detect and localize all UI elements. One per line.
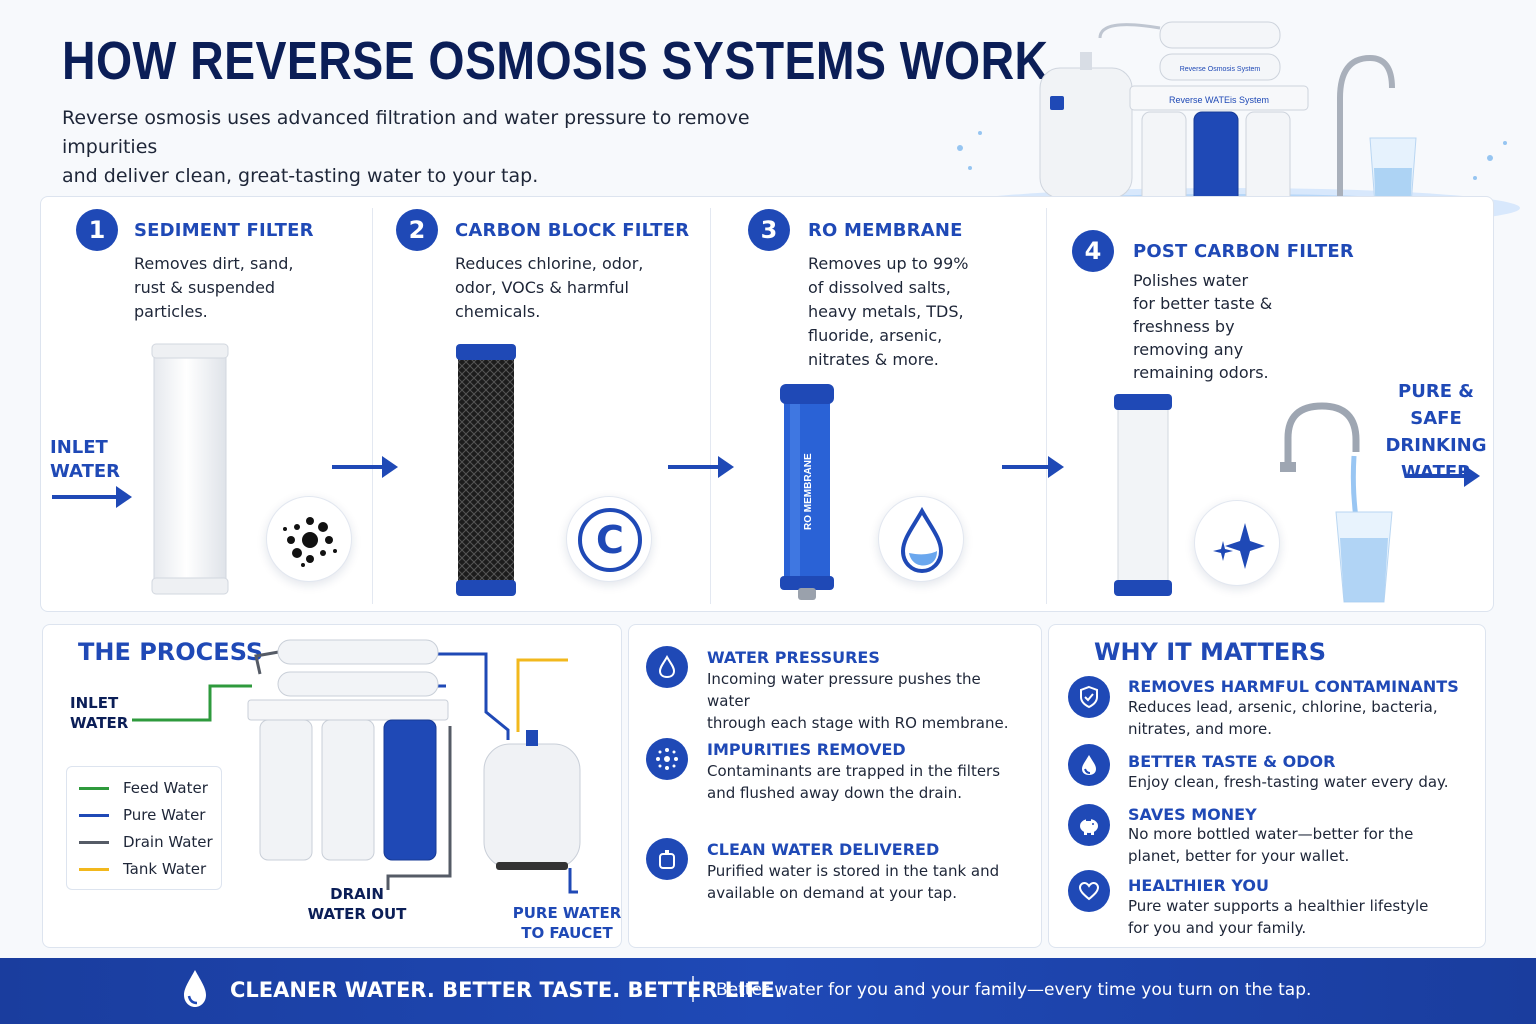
- shield-icon: [1068, 676, 1110, 718]
- pure-water-to-faucet-label: PURE WATER TO FAUCET: [512, 904, 622, 942]
- stage-number-3: 3: [748, 209, 790, 251]
- tank-logo-icon: [1050, 96, 1064, 110]
- carbon-c-icon: C: [566, 496, 652, 582]
- flow-arrow-head: [1048, 456, 1064, 478]
- stage-number-1: 1: [76, 209, 118, 251]
- stage-desc-sediment: Removes dirt, sand, rust & suspended par…: [134, 254, 294, 321]
- stage-desc-post-carbon: Polishes water for better taste & freshn…: [1133, 271, 1273, 382]
- sparkle-icon: [1194, 500, 1280, 586]
- legend-item-drain: Drain Water: [79, 833, 213, 851]
- how-desc-impurities: Contaminants are trapped in the filters …: [707, 762, 1001, 802]
- droplet-icon: [646, 646, 688, 688]
- why-title-money: SAVES MONEY: [1128, 805, 1257, 824]
- impurities-icon: [646, 738, 688, 780]
- why-desc-money: No more bottled water—better for the pla…: [1128, 825, 1414, 865]
- why-title-contaminants: REMOVES HARMFUL CONTAMINANTS: [1128, 677, 1459, 696]
- droplet-icon: [1068, 744, 1110, 786]
- flow-arrow: [1002, 465, 1048, 469]
- process-title: THE PROCESS: [78, 638, 264, 666]
- post-carbon-cartridge: [1114, 394, 1172, 596]
- stage-title-post-carbon: POST CARBON FILTER: [1133, 241, 1354, 262]
- how-desc-pressure: Incoming water pressure pushes the water…: [707, 670, 1009, 732]
- legend-item-tank: Tank Water: [79, 860, 206, 878]
- footer-droplet-icon: [184, 970, 206, 1007]
- legend-swatch: [79, 786, 109, 790]
- why-desc-taste: Enjoy clean, fresh-tasting water every d…: [1128, 773, 1449, 791]
- tank-icon: [646, 838, 688, 880]
- legend-item-pure: Pure Water: [79, 806, 205, 824]
- pure-water-label: PURE & SAFE DRINKING WATER: [1385, 381, 1487, 483]
- footer-text: Better water for you and your family—eve…: [716, 980, 1312, 1000]
- drain-water-label: DRAIN WATER OUT: [307, 885, 407, 923]
- how-title-impurities: IMPURITIES REMOVED: [707, 740, 906, 759]
- inlet-water-label: INLET WATER: [50, 437, 121, 482]
- flow-arrow: [668, 465, 718, 469]
- ro-membrane-cartridge: RO MEMBRANE: [780, 384, 834, 600]
- process-legend: Feed Water Pure Water Drain Water Tank W…: [66, 766, 222, 890]
- legend-swatch: [79, 840, 109, 844]
- legend-item-feed: Feed Water: [79, 779, 208, 797]
- process-diagram: [132, 639, 581, 894]
- stage-title-ro-membrane: RO MEMBRANE: [808, 220, 963, 241]
- how-panel: [628, 624, 1042, 948]
- stage-desc-carbon-block: Reduces chlorine, odor, odor, VOCs & har…: [455, 254, 644, 321]
- heart-icon: [1068, 870, 1110, 912]
- footer-tagline: CLEANER WATER. BETTER TASTE. BETTER LIFE…: [230, 978, 783, 1002]
- stage-divider: [1046, 208, 1047, 604]
- carbon-block-cartridge: [456, 344, 516, 596]
- outlet-arrow-head: [1464, 465, 1480, 487]
- inlet-arrow-head: [116, 486, 132, 508]
- particles-icon: [266, 496, 352, 582]
- stage-number-2: 2: [396, 209, 438, 251]
- how-title-delivered: CLEAN WATER DELIVERED: [707, 840, 940, 859]
- why-desc-healthier: Pure water supports a healthier lifestyl…: [1128, 897, 1429, 937]
- why-title-taste: BETTER TASTE & ODOR: [1128, 752, 1336, 771]
- flow-arrow-head: [718, 456, 734, 478]
- sediment-filter-cartridge: [151, 343, 229, 595]
- droplet-icon: [878, 496, 964, 582]
- stage-title-sediment: SEDIMENT FILTER: [134, 220, 314, 241]
- svg-text:Reverse WATEis System: Reverse WATEis System: [1169, 95, 1269, 105]
- outlet-arrow: [1406, 474, 1464, 478]
- flow-arrow: [332, 465, 382, 469]
- footer-divider: [692, 976, 694, 1002]
- flow-arrow-head: [382, 456, 398, 478]
- how-desc-delivered: Purified water is stored in the tank and…: [707, 862, 1000, 902]
- svg-text:C: C: [596, 518, 624, 562]
- stage-number-4: 4: [1072, 230, 1114, 272]
- page-subtitle: Reverse osmosis uses advanced filtration…: [62, 107, 750, 187]
- faucet-glass-illustration: [1280, 402, 1393, 603]
- svg-text:Reverse Osmosis System: Reverse Osmosis System: [1180, 66, 1261, 73]
- stage-divider: [372, 208, 373, 604]
- process-inlet-label: INLET WATER: [70, 694, 129, 732]
- inlet-arrow: [52, 495, 116, 499]
- how-title-pressure: WATER PRESSURES: [707, 648, 880, 667]
- why-panel: [1048, 624, 1486, 948]
- stage-divider: [710, 208, 711, 604]
- page-title: HOW REVERSE OSMOSIS SYSTEMS WORK: [62, 31, 1049, 91]
- legend-swatch: [79, 813, 109, 817]
- why-title-healthier: HEALTHIER YOU: [1128, 876, 1269, 895]
- stage-desc-ro-membrane: Removes up to 99% of dissolved salts, he…: [808, 254, 969, 369]
- legend-swatch: [79, 867, 109, 871]
- why-title: WHY IT MATTERS: [1094, 638, 1326, 666]
- stage-title-carbon-block: CARBON BLOCK FILTER: [455, 220, 690, 241]
- why-desc-contaminants: Reduces lead, arsenic, chlorine, bacteri…: [1128, 698, 1438, 738]
- footer-banner: [0, 958, 1536, 1024]
- piggy-bank-icon: [1068, 804, 1110, 846]
- svg-text:RO MEMBRANE: RO MEMBRANE: [803, 453, 814, 530]
